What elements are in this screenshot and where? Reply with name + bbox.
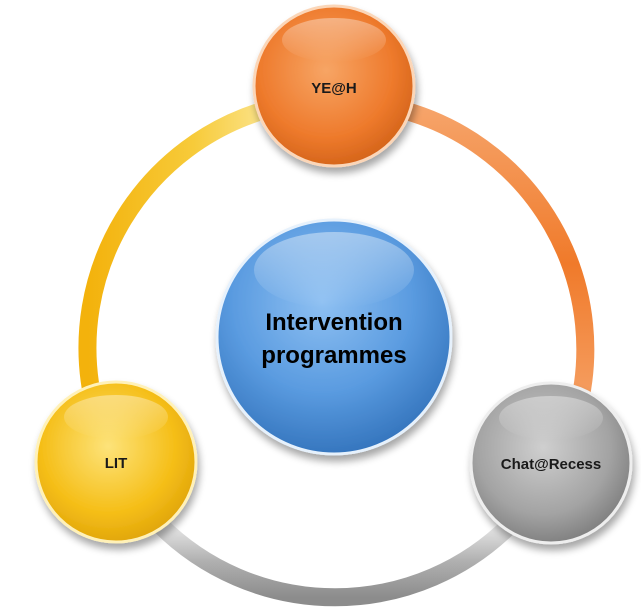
center-label-line2: programmes: [261, 342, 406, 369]
node-lit-label: LIT: [105, 455, 128, 472]
node-lit: [34, 380, 198, 544]
center-node: [215, 218, 453, 456]
node-chat-recess-label: Chat@Recess: [501, 456, 602, 473]
arc-gray: [151, 516, 519, 607]
node-yeah: [252, 4, 416, 168]
center-label-line1: Intervention: [265, 309, 402, 336]
node-yeah-label: YE@H: [311, 80, 356, 97]
arc-orange: [386, 99, 595, 429]
arc-yellow: [78, 101, 274, 404]
node-chat-recess: [469, 381, 633, 545]
